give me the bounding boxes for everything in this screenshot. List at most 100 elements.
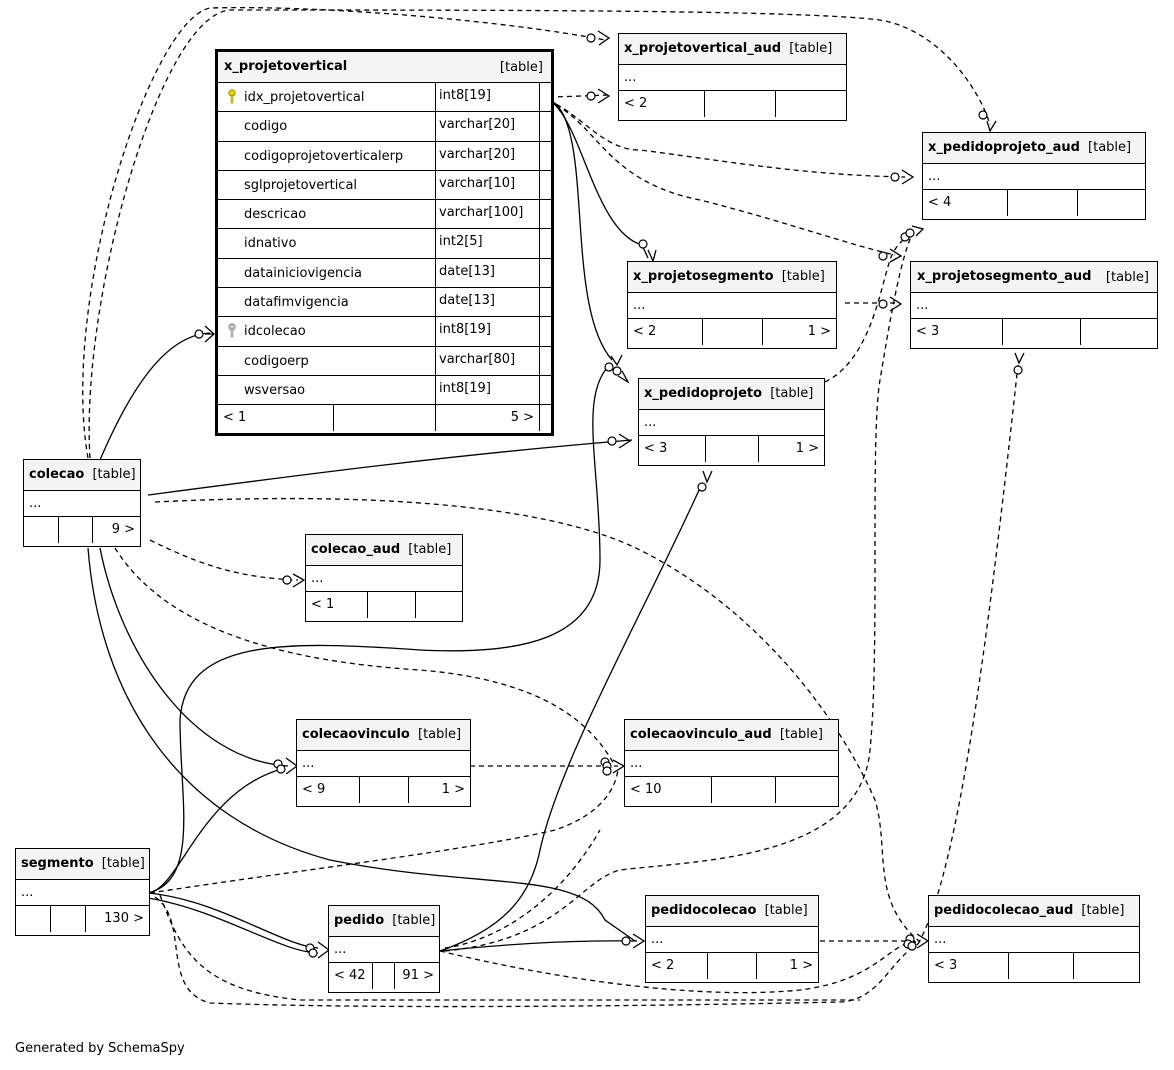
footer-children[interactable]: 9 > xyxy=(111,522,135,537)
table-colecao_aud[interactable]: colecao_aud [table] ... < 1 xyxy=(305,534,463,622)
footer-mid xyxy=(334,405,436,432)
column-type: int8[19] xyxy=(436,375,540,405)
footer-parents[interactable]: < 3 xyxy=(911,319,1003,345)
column-type: varchar[100] xyxy=(436,200,540,229)
footer-parents[interactable]: < 2 xyxy=(628,319,703,345)
table-header: x_projetosegmento [table] xyxy=(628,262,836,293)
footer-children[interactable]: 5 > xyxy=(436,405,540,432)
edge-xpv-xpv_aud xyxy=(539,94,609,98)
table-footer: < 1 5 > xyxy=(218,405,551,432)
footer-mid xyxy=(1003,319,1081,345)
footer-mid xyxy=(368,592,416,618)
column-name: codigoprojetoverticalerp xyxy=(244,148,404,164)
column-row[interactable]: idnativo int2[5] xyxy=(218,229,551,259)
table-colecaovinculo[interactable]: colecaovinculo [table] ... < 9 1 > xyxy=(296,719,471,807)
table-pedidocolecao[interactable]: pedidocolecao [table] ... < 2 1 > xyxy=(645,895,819,983)
column-row[interactable]: idcolecao int8[19] xyxy=(218,317,551,347)
table-pedido[interactable]: pedido [table] ... < 42 91 > xyxy=(328,905,440,993)
table-header: colecaovinculo [table] xyxy=(297,720,470,751)
footer-parents[interactable]: < 4 xyxy=(923,190,1008,216)
column-row[interactable]: datafimvigencia date[13] xyxy=(218,288,551,318)
footer-parents[interactable]: < 3 xyxy=(929,953,1009,979)
columns-ellipsis: ... xyxy=(911,293,1157,319)
table-colecaovinculo_aud[interactable]: colecaovinculo_aud [table] ... < 10 xyxy=(624,719,839,807)
table-x_pedidoprojeto[interactable]: x_pedidoprojeto [table] ... < 3 1 > xyxy=(638,378,825,466)
table-pedidocolecao_aud[interactable]: pedidocolecao_aud [table] ... < 3 xyxy=(928,895,1140,983)
edge-colecao-xppa xyxy=(88,9,991,459)
edge-pedido-pca xyxy=(439,941,919,994)
footer-children[interactable] xyxy=(1081,319,1157,345)
footer-children[interactable]: 1 > xyxy=(789,958,813,973)
column-type: int2[5] xyxy=(436,229,540,258)
table-name: x_projetosegmento xyxy=(633,269,774,284)
column-name: idnativo xyxy=(244,236,297,252)
footer-parents[interactable]: < 42 xyxy=(329,963,373,989)
table-header: x_projetovertical [table] xyxy=(218,52,551,83)
column-row[interactable]: sglprojetovertical varchar[10] xyxy=(218,170,551,201)
column-row[interactable]: codigoerp varchar[80] xyxy=(218,346,551,376)
table-name: x_projetovertical xyxy=(224,59,348,74)
table-type: [table] xyxy=(764,903,808,918)
table-x_pedidoprojeto_aud[interactable]: x_pedidoprojeto_aud [table] ... < 4 xyxy=(922,132,1146,220)
table-type: [table] xyxy=(92,467,136,482)
footer-parents[interactable]: < 3 xyxy=(639,436,706,462)
edge-xpv-xppa xyxy=(539,96,906,178)
footer-children[interactable] xyxy=(1074,953,1139,979)
footer-children[interactable] xyxy=(416,592,462,618)
column-name: codigo xyxy=(244,119,288,135)
table-type: [table] xyxy=(101,856,145,871)
footer-parents[interactable]: < 2 xyxy=(619,91,705,117)
table-footer: < 2 xyxy=(619,91,846,117)
columns-ellipsis: ... xyxy=(646,927,818,953)
footer-children[interactable]: 91 > xyxy=(402,968,434,983)
table-footer: < 9 1 > xyxy=(297,777,470,803)
edge-colecao-pca xyxy=(154,497,921,943)
column-name: descricao xyxy=(244,207,307,223)
column-row[interactable]: wsversao int8[19] xyxy=(218,375,551,406)
table-type: [table] xyxy=(1081,903,1125,918)
table-type: [table] xyxy=(499,60,543,75)
table-x_projetovertical[interactable]: x_projetovertical [table] idx_projetover… xyxy=(215,49,554,436)
table-x_projetosegmento_aud[interactable]: x_projetosegmento_aud [table] ... < 3 xyxy=(910,261,1158,349)
column-row[interactable]: idx_projetovertical int8[19] xyxy=(218,83,551,113)
footer-children[interactable] xyxy=(776,777,838,803)
footer-parents[interactable]: < 9 xyxy=(297,777,360,803)
footer-children[interactable] xyxy=(1078,190,1145,216)
column-row[interactable]: descricao varchar[100] xyxy=(218,200,551,230)
table-footer: < 10 xyxy=(625,777,838,803)
table-colecao[interactable]: colecao [table] ... 9 > xyxy=(23,459,141,547)
edge-colecao-xpva xyxy=(82,6,606,459)
table-x_projetosegmento[interactable]: x_projetosegmento [table] ... < 2 1 > xyxy=(627,261,837,349)
footer-children[interactable]: 130 > xyxy=(104,911,144,926)
columns-ellipsis: ... xyxy=(923,164,1145,190)
table-name: x_projetosegmento_aud xyxy=(917,269,1092,284)
edge-seg-pedido-1 xyxy=(147,892,319,949)
column-row[interactable]: datainiciovigencia date[13] xyxy=(218,258,551,289)
table-name: pedidocolecao_aud xyxy=(934,903,1074,918)
footer-parents[interactable] xyxy=(24,517,59,543)
table-segmento[interactable]: segmento [table] ... 130 > xyxy=(15,848,150,936)
table-name: pedidocolecao xyxy=(651,903,757,918)
footer-children[interactable]: 1 > xyxy=(807,324,831,339)
edge-seg-xpp xyxy=(147,367,608,894)
edge-seg-pca xyxy=(154,896,919,1008)
edge-pca-xpsa xyxy=(917,364,1019,945)
footer-parents[interactable] xyxy=(16,906,51,932)
footer-parents[interactable]: < 10 xyxy=(625,777,712,803)
footer-parents[interactable]: < 1 xyxy=(306,592,368,618)
footer-children[interactable]: 1 > xyxy=(441,782,465,797)
table-footer: < 2 1 > xyxy=(646,953,818,979)
footer-children[interactable]: 1 > xyxy=(795,441,819,456)
footer-parents[interactable]: < 2 xyxy=(646,953,708,979)
column-row[interactable]: codigoprojetoverticalerp varchar[20] xyxy=(218,141,551,171)
table-x_projetovertical_aud[interactable]: x_projetovertical_aud [table] ... < 2 xyxy=(618,33,847,121)
table-type: [table] xyxy=(789,41,833,56)
footer-parents[interactable]: < 1 xyxy=(218,405,334,432)
table-header: colecao [table] xyxy=(24,460,140,491)
footer-mid xyxy=(59,517,93,543)
column-row[interactable]: codigo varchar[20] xyxy=(218,112,551,142)
table-footer: < 3 1 > xyxy=(639,436,824,462)
columns-ellipsis: ... xyxy=(639,410,824,436)
edge-xpv-xpp xyxy=(539,96,613,361)
footer-children[interactable] xyxy=(776,91,846,117)
